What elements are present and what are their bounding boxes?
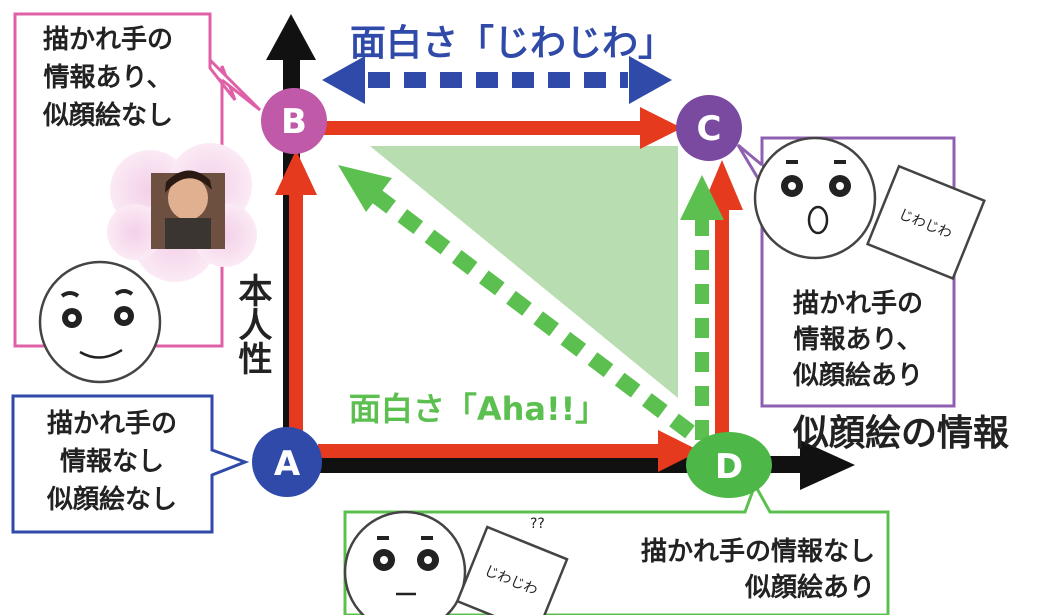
blue-dashed-arrow: [322, 56, 672, 104]
green-dashed-arrow-d-b: [338, 165, 695, 439]
node-b-label: B: [281, 102, 307, 142]
box-d-line1: 描かれ手の情報なし: [641, 537, 875, 567]
node-d: D: [686, 432, 772, 498]
aha-triangle: [370, 146, 678, 398]
node-d-label: D: [715, 447, 743, 487]
red-arrow-a-b: [275, 150, 317, 452]
box-d-line2: 似顔絵あり: [744, 572, 875, 603]
person-photo: [107, 143, 257, 282]
red-arrow-a-d: [318, 430, 700, 472]
bottom-label: 面白さ「Aha!!」: [349, 390, 607, 428]
node-a-label: A: [274, 444, 301, 484]
card-c: じわじわ: [865, 164, 986, 281]
surprised-face-icon: [753, 136, 877, 260]
box-a-line1: 描かれ手の: [47, 409, 177, 439]
node-c: C: [676, 95, 742, 161]
box-c-line3: 似顔絵あり: [792, 360, 923, 391]
top-label: 面白さ「じわじわ」: [350, 23, 674, 64]
y-axis-label: 本人性: [232, 273, 272, 375]
node-c-label: C: [697, 109, 722, 149]
box-a-line2: 情報なし: [60, 447, 164, 477]
card-d: じわじわ: [455, 525, 569, 615]
box-b-line1: 描かれ手の: [43, 25, 173, 55]
confused-marks: ??: [530, 516, 545, 532]
box-c-line1: 描かれ手の: [793, 289, 923, 319]
box-b-line2: 情報あり、: [44, 63, 173, 93]
smiling-face-icon: [38, 260, 162, 384]
x-axis-label: 似顔絵の情報: [792, 413, 1009, 454]
red-arrow-b-c: [318, 107, 682, 149]
node-a: A: [252, 427, 322, 497]
box-b-line3: 似顔絵なし: [42, 100, 173, 131]
node-b: B: [261, 88, 327, 154]
box-a: 描かれ手の 情報なし 似顔絵なし: [11, 394, 250, 534]
neutral-face-icon: [343, 510, 467, 615]
green-dashed-arrow-d-c: [680, 175, 724, 440]
box-c-line2: 情報あり、: [794, 325, 923, 355]
box-a-line3: 似顔絵なし: [46, 484, 177, 515]
